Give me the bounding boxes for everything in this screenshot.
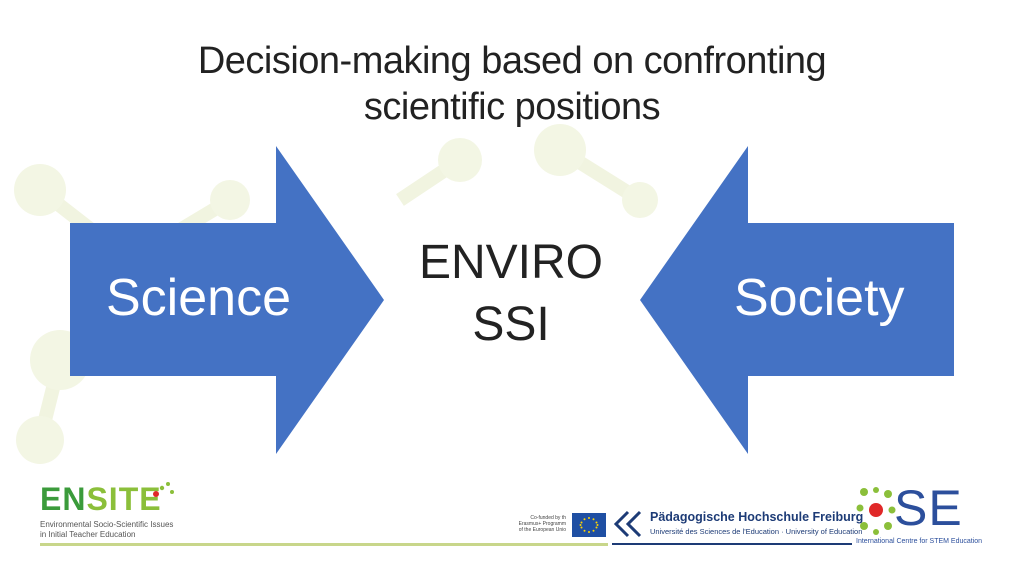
eu-cofunded-logo: Co-funded by th Erasmus+ Programm of the… [510,513,606,539]
science-arrow [70,146,384,454]
ph-subtitle: Université des Sciences de l'Education ·… [650,527,863,536]
science-label: Science [106,269,291,327]
icse-wordmark: SE [894,480,963,536]
eu-flag-icon [572,513,606,537]
slide-title: Decision-making based on confronting sci… [0,38,1024,130]
ensite-dots-icon [153,482,174,497]
society-label: Society [734,269,905,327]
society-arrow [640,146,954,454]
ph-name: Pädagogische Hochschule Freiburg [650,510,864,524]
footer-line-left [40,543,608,546]
ensite-logo: ENSITE Environmental Socio-Scientific Is… [40,482,260,542]
eu-text: Co-funded by th Erasmus+ Programm of the… [518,515,566,533]
center-line-1: ENVIRO [418,236,604,289]
ensite-wordmark: ENSITE [40,481,162,517]
title-line-2: scientific positions [363,86,661,128]
footer-line-right [612,543,852,545]
center-topic: ENVIRO SSI [400,232,622,356]
icse-subtitle: International Centre for STEM Education [856,538,983,545]
ensite-subtitle: Environmental Socio-Scientific Issues in… [40,520,174,539]
center-line-2: SSI [472,298,550,351]
icse-molecule-icon [856,487,896,535]
icse-logo: SE International Centre for STEM Educati… [856,480,986,550]
title-line-1: Decision-making based on confronting [197,40,827,82]
ph-chevron-icon [613,510,642,538]
ph-freiburg-logo: Pädagogische Hochschule Freiburg Univers… [612,506,863,546]
